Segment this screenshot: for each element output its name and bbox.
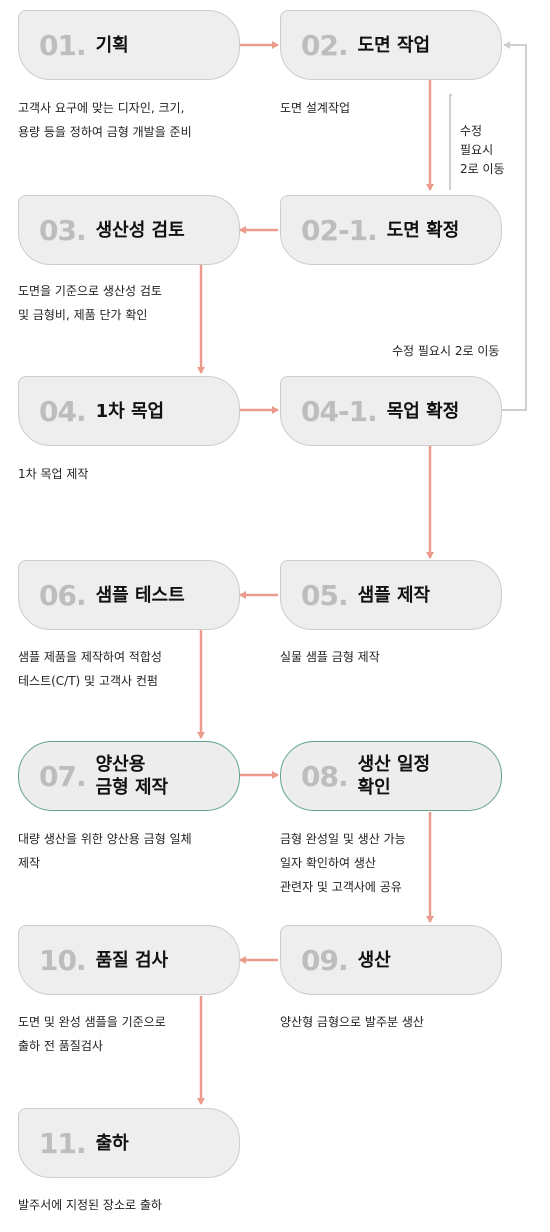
- step-number: 07.: [39, 759, 87, 793]
- loop-note-04-1: 수정 필요시 2로 이동: [392, 344, 500, 358]
- step-title: 양산용 금형 제작: [95, 754, 169, 798]
- step-number: 02-1.: [301, 213, 378, 247]
- step-number: 04.: [39, 394, 87, 428]
- step-11-node: 11. 출하: [18, 1108, 240, 1178]
- loop-note-02-1: 수정 필요시 2로 이동: [460, 124, 505, 176]
- step-04-1-node: 04-1. 목업 확정: [280, 376, 502, 446]
- step-title: 도면 작업: [357, 34, 431, 56]
- step-08-node: 08. 생산 일정 확인: [280, 741, 502, 811]
- step-number: 05.: [301, 578, 349, 612]
- step-title: 도면 확정: [386, 219, 460, 241]
- step-07-description: 대량 생산을 위한 양산용 금형 일체 제작: [18, 832, 192, 870]
- step-number: 03.: [39, 213, 87, 247]
- step-title: 생산: [357, 949, 391, 971]
- step-07-node: 07. 양산용 금형 제작: [18, 741, 240, 811]
- step-number: 02.: [301, 28, 349, 62]
- step-04-node: 04. 1차 목업: [18, 376, 240, 446]
- step-title: 기획: [95, 34, 129, 56]
- step-09-description: 양산형 금형으로 발주분 생산: [280, 1015, 424, 1029]
- step-number: 09.: [301, 943, 349, 977]
- step-number: 01.: [39, 28, 87, 62]
- step-title: 출하: [95, 1132, 129, 1154]
- step-number: 10.: [39, 943, 87, 977]
- step-10-description: 도면 및 완성 샘플을 기준으로 출하 전 품질검사: [18, 1015, 166, 1053]
- step-number: 06.: [39, 578, 87, 612]
- step-08-description: 금형 완성일 및 생산 가능 일자 확인하여 생산 관련자 및 고객사에 공유: [280, 832, 406, 894]
- step-title: 샘플 제작: [357, 584, 431, 606]
- loop-04-1-to-02: [502, 41, 527, 411]
- step-title: 1차 목업: [95, 400, 165, 422]
- step-number: 08.: [301, 759, 349, 793]
- step-02-1-node: 02-1. 도면 확정: [280, 195, 502, 265]
- step-01-description: 고객사 요구에 맞는 디자인, 크기, 용량 등을 정하여 금형 개발을 준비: [18, 101, 192, 139]
- step-04-description: 1차 목업 제작: [18, 467, 89, 481]
- step-06-description: 샘플 제품을 제작하여 적합성 테스트(C/T) 및 고객사 컨펌: [18, 650, 162, 688]
- step-title: 생산 일정 확인: [357, 754, 431, 798]
- step-number: 11.: [39, 1126, 87, 1160]
- step-number: 04-1.: [301, 394, 378, 428]
- step-05-description: 실물 샘플 금형 제작: [280, 650, 380, 664]
- step-03-node: 03. 생산성 검토: [18, 195, 240, 265]
- step-03-description: 도면을 기준으로 생산성 검토 및 금형비, 제품 단가 확인: [18, 284, 162, 322]
- loop-02-1-to-02: [449, 94, 452, 190]
- step-11-description: 발주서에 지정된 장소로 출하: [18, 1198, 162, 1212]
- step-title: 목업 확정: [386, 400, 460, 422]
- step-06-node: 06. 샘플 테스트: [18, 560, 240, 630]
- step-02-description: 도면 설계작업: [280, 101, 351, 115]
- step-09-node: 09. 생산: [280, 925, 502, 995]
- step-title: 품질 검사: [95, 949, 169, 971]
- step-05-node: 05. 샘플 제작: [280, 560, 502, 630]
- step-02-node: 02. 도면 작업: [280, 10, 502, 80]
- step-01-node: 01. 기획: [18, 10, 240, 80]
- step-title: 생산성 검토: [95, 219, 185, 241]
- step-title: 샘플 테스트: [95, 584, 185, 606]
- step-10-node: 10. 품질 검사: [18, 925, 240, 995]
